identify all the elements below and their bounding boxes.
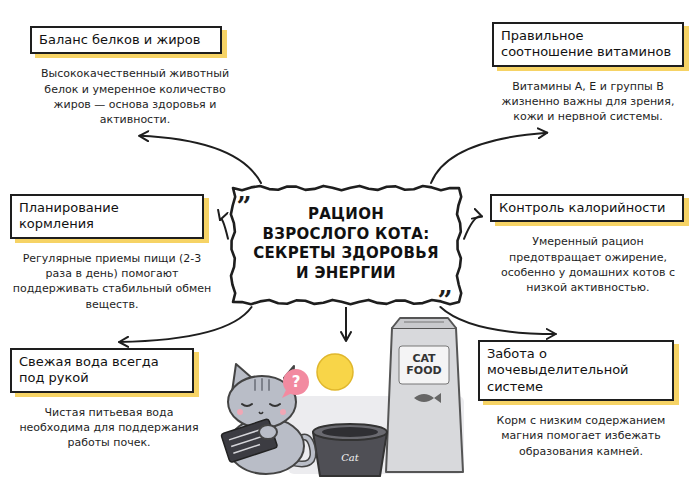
curved-arrow — [119, 307, 252, 342]
bag-label: CAT FOOD — [404, 353, 444, 377]
cat-part — [221, 419, 278, 463]
curved-arrow — [431, 133, 547, 183]
ball-part — [317, 354, 353, 390]
topic-heading: Баланс белков и жиров — [30, 26, 222, 54]
topic-box: Свежая вода всегда под рукойЧистая питье… — [8, 348, 210, 451]
cat-part — [242, 404, 280, 406]
quote-mark: „ — [237, 177, 252, 206]
cat — [221, 364, 313, 474]
curved-arrow — [220, 219, 228, 239]
question-bubble — [282, 369, 309, 398]
ball — [317, 354, 353, 390]
topic-text: Регулярные приемы пищи (2-3 раза в день)… — [8, 251, 216, 313]
topic-box: Баланс белков и жировВысококачественный … — [28, 26, 242, 128]
topic-box: Планирование кормленияРегулярные приемы … — [8, 194, 216, 312]
cat-part — [259, 425, 277, 439]
topic-text: Высококачественный животный белок и умер… — [28, 66, 242, 128]
question-mark: ? — [292, 374, 301, 391]
cat-part-part — [221, 419, 278, 463]
topic-box: Контроль калорийностиУмеренный рацион пр… — [486, 194, 690, 296]
question-bubble-part — [283, 369, 309, 395]
food-bag-part — [414, 393, 441, 403]
cat-part — [237, 409, 243, 415]
food-bowl-part — [322, 427, 378, 437]
wavy-frame-line — [231, 186, 461, 304]
curved-arrow — [464, 216, 482, 239]
quote-mark: „ — [438, 271, 453, 300]
topic-text: Витамины А, Е и группы В жизненно важны … — [486, 79, 690, 125]
cat-part-part — [233, 445, 260, 454]
food-bag — [386, 318, 463, 472]
topic-heading: Забота о мочевыделительной системе — [478, 340, 674, 401]
topic-text: Корм с низким содержанием магния помогае… — [476, 413, 686, 459]
topic-heading: Планирование кормления — [10, 194, 204, 239]
curved-arrow — [139, 136, 261, 183]
food-bowl-part — [313, 424, 387, 440]
food-bag-part — [399, 346, 449, 384]
curved-arrow — [440, 307, 555, 334]
cat-part — [259, 412, 263, 414]
bowl-label: Cat — [341, 452, 359, 463]
topic-text: Умеренный рацион предотвращает ожирение,… — [486, 234, 690, 296]
cat-part — [280, 409, 286, 415]
topic-box: Забота о мочевыделительной системеКорм с… — [476, 340, 686, 459]
topic-text: Чистая питьевая вода необходима для подд… — [8, 405, 210, 451]
food-bag-part — [386, 328, 463, 472]
title-frame: РАЦИОН ВЗРОСЛОГО КОТА: СЕКРЕТЫ ЗДОРОВЬЯ … — [228, 183, 464, 307]
topic-heading: Правильное соотношение витаминов — [492, 22, 684, 67]
topic-heading: Свежая вода всегда под рукой — [10, 348, 194, 393]
down-arrow — [345, 307, 347, 341]
food-bowl — [313, 424, 387, 476]
food-bag-part — [392, 318, 456, 328]
topic-box: Правильное соотношение витаминовВитамины… — [486, 22, 690, 125]
cat-part — [255, 379, 269, 390]
topic-heading: Контроль калорийности — [490, 194, 684, 222]
food-bag-part — [404, 322, 444, 323]
diagram-title: РАЦИОН ВЗРОСЛОГО КОТА: СЕКРЕТЫ ЗДОРОВЬЯ … — [252, 205, 440, 283]
